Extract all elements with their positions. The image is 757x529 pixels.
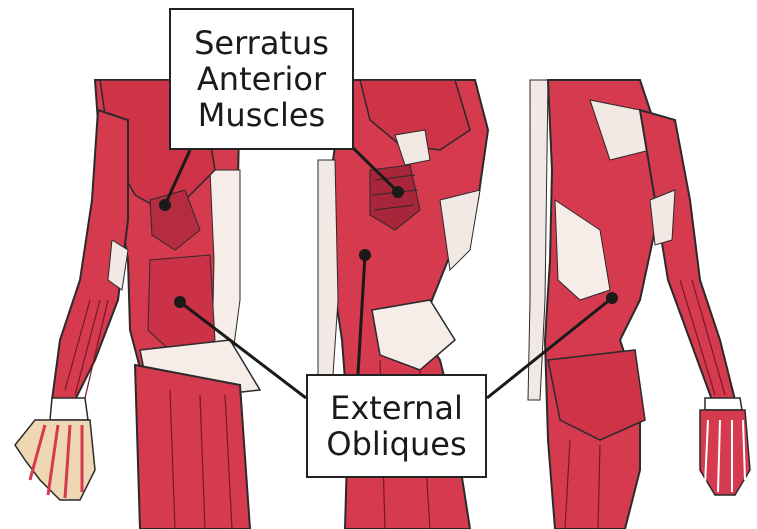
obliques-pointer-dot-side — [359, 249, 371, 261]
serratus-label-line-1: Serratus — [171, 25, 352, 61]
serratus-label-line-3: Muscles — [171, 97, 352, 133]
serratus-anterior-label: Serratus Anterior Muscles — [169, 8, 354, 150]
obliques-label-line-2: Obliques — [308, 426, 485, 462]
serratus-label-line-2: Anterior — [171, 61, 352, 97]
serratus-pointer-dot-front — [159, 199, 171, 211]
obliques-pointer-dot-back — [606, 292, 618, 304]
serratus-pointer-dot-side — [392, 186, 404, 198]
obliques-label-line-1: External — [308, 390, 485, 426]
obliques-pointer-dot-front — [174, 296, 186, 308]
external-obliques-label: External Obliques — [306, 374, 487, 478]
